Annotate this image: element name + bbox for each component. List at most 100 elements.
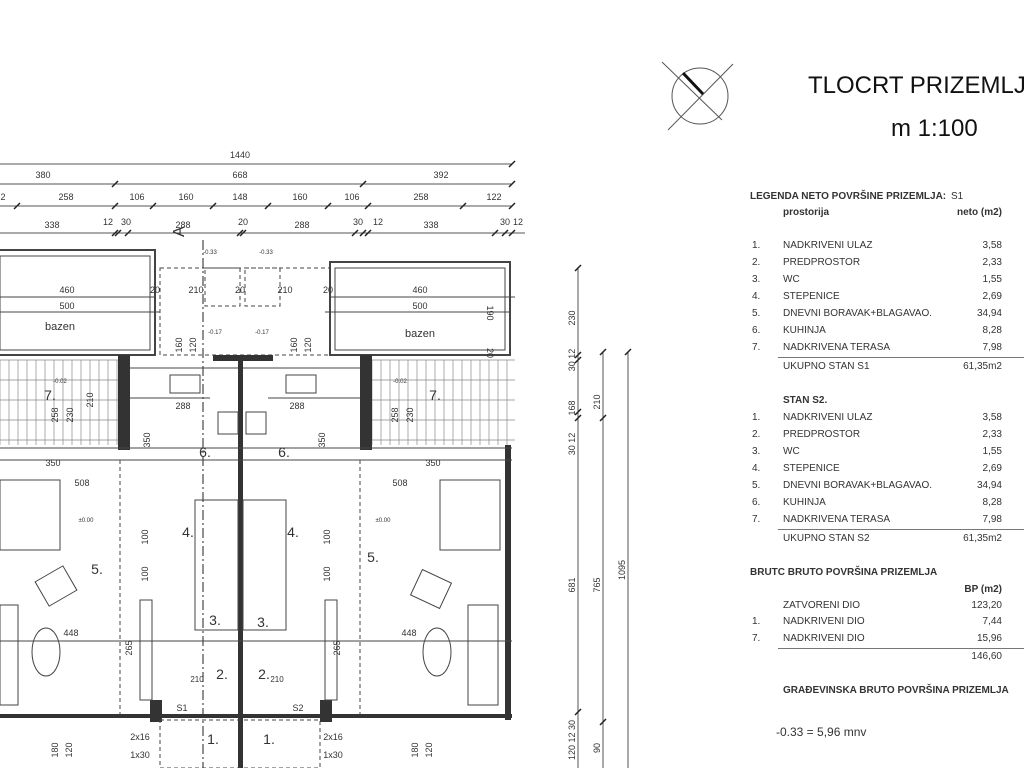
gbp-header: GRAĐEVINSKA BRUTO POVRŠINA PRIZEMLJA — [783, 685, 1009, 696]
drawing-scale: m 1:100 — [891, 115, 978, 142]
dimension-label: 2x16 — [130, 732, 150, 742]
dimension-label: 1x30 — [323, 750, 343, 760]
dimension-label: 230 — [65, 407, 75, 422]
legend-row-num: 7. — [752, 633, 761, 644]
dimension-label: 500 — [59, 301, 74, 311]
legend-s1-unit: S1 — [951, 191, 964, 202]
dimension-label: bazen — [405, 328, 435, 340]
dimension-label: 2x16 — [323, 732, 343, 742]
legend-row-value: 2,33 — [982, 257, 1002, 268]
dimension-label: 210 — [190, 675, 204, 684]
dimension-label: 448 — [63, 628, 78, 638]
dimension-label: 160 — [178, 192, 193, 202]
legend-row-value: 8,28 — [982, 497, 1002, 508]
dimension-label: 265 — [124, 640, 134, 655]
dimension-label: 106 — [129, 192, 144, 202]
dimension-label: 20 — [485, 348, 495, 358]
legend-row-name: NADKRIVENI DIO — [783, 633, 865, 644]
dimension-label: 230 — [405, 407, 415, 422]
legend-row-num: 6. — [752, 497, 761, 508]
level-mark-label: ±0.00 — [79, 518, 95, 524]
dimension-label: 350 — [425, 458, 440, 468]
dimension-label: 230 — [567, 310, 577, 325]
elevation-note: -0.33 = 5,96 mnv — [776, 725, 867, 739]
dimension-label: 160 — [174, 337, 184, 352]
legend-row-name: PREDPROSTOR — [783, 429, 861, 440]
dimension-label: 338 — [44, 220, 59, 230]
dimension-label: 460 — [412, 285, 427, 295]
dimension-label: 30 — [500, 217, 510, 227]
bruto-col-area: BP (m2) — [964, 584, 1002, 595]
legend-s2-total-value: 61,35m2 — [963, 533, 1002, 544]
dimension-label: 120 12 30 — [567, 720, 577, 760]
dimension-label: 12 — [373, 217, 383, 227]
legend-row-name: NADKRIVENI ULAZ — [783, 240, 873, 251]
legend-row-value: 123,20 — [971, 600, 1002, 611]
legend-col-area: neto (m2) — [957, 207, 1002, 218]
legend-row-num: 4. — [752, 291, 761, 302]
dimension-label: 190 — [485, 305, 495, 320]
dimension-label: 106 — [344, 192, 359, 202]
legend-s2-header: STAN S2. — [783, 395, 828, 406]
legend-row-value: 1,55 — [982, 274, 1002, 285]
walls — [0, 355, 512, 768]
legend-row-num: 5. — [752, 480, 761, 491]
legend-row-name: ZATVORENI DIO — [783, 600, 861, 611]
dimension-label: 350 — [142, 432, 152, 447]
legend-row-name: KUHINJA — [783, 497, 826, 508]
dimension-label: 265 — [332, 640, 342, 655]
legend-s2-total-label: UKUPNO STAN S2 — [783, 533, 870, 544]
dimension-label: 30 — [353, 217, 363, 227]
dimension-label: 500 — [412, 301, 427, 311]
dimension-label: 120 — [424, 742, 434, 757]
legend-s1-total-value: 61,35m2 — [963, 361, 1002, 372]
legend-row-value: 3,58 — [982, 240, 1002, 251]
room-number-label: 1. — [207, 731, 219, 747]
dimension-label: 460 — [59, 285, 74, 295]
dimension-label: 288 — [175, 220, 190, 230]
legend-row-value: 15,96 — [976, 633, 1002, 644]
legend-row-name: DNEVNI BORAVAK+BLAGAVAO. — [783, 308, 933, 319]
legend-row-value: 7,98 — [982, 514, 1002, 525]
legend-row-value: 3,58 — [982, 412, 1002, 423]
legend-s1-header: LEGENDA NETO POVRŠINE PRIZEMLJA: — [750, 191, 947, 202]
dimension-label: 210 — [188, 285, 203, 295]
dimension-label: 160 — [292, 192, 307, 202]
dimension-label: 2 — [0, 192, 5, 202]
dimension-label: S2 — [292, 703, 303, 713]
dimension-label: 120 — [64, 742, 74, 757]
dimension-label: 30 12 — [567, 433, 577, 456]
dimension-label: 1095 — [617, 560, 627, 580]
dimension-label: 148 — [232, 192, 247, 202]
room-number-label: 7. — [429, 387, 441, 403]
dimension-label: 12 — [103, 217, 113, 227]
dimension-label: 180 — [410, 742, 420, 757]
legend-row-name: PREDPROSTOR — [783, 257, 861, 268]
dimension-label: 765 — [592, 577, 602, 592]
section-marker: A — [171, 226, 188, 237]
dimension-label: 668 — [232, 170, 247, 180]
dimension-label: 350 — [317, 432, 327, 447]
legend-row-num: 1. — [752, 412, 761, 423]
dimension-label: 100 — [322, 529, 332, 544]
dimension-label: 288 — [175, 401, 190, 411]
bruto-total-value: 146,60 — [971, 651, 1002, 662]
dimension-label: bazen — [45, 321, 75, 333]
dimension-label: 20 — [235, 285, 245, 295]
dimension-lines — [0, 163, 629, 768]
dimension-label: 30 12 — [567, 349, 577, 372]
dimension-label: 20 — [150, 285, 160, 295]
legend-row-name: WC — [783, 274, 800, 285]
legend-row-name: NADKRIVENA TERASA — [783, 342, 891, 353]
dimension-label: S1 — [176, 703, 187, 713]
legend-row-name: DNEVNI BORAVAK+BLAGAVAO. — [783, 480, 933, 491]
dimension-label: 258 — [58, 192, 73, 202]
dimension-label: 210 — [85, 392, 95, 407]
dimension-label: 681 — [567, 577, 577, 592]
legend-row-name: NADKRIVENI ULAZ — [783, 412, 873, 423]
dimension-label: 392 — [433, 170, 448, 180]
level-mark-label: -0.17 — [255, 330, 269, 336]
legend-row-num: 1. — [752, 240, 761, 251]
room-number-label: 6. — [278, 444, 290, 460]
